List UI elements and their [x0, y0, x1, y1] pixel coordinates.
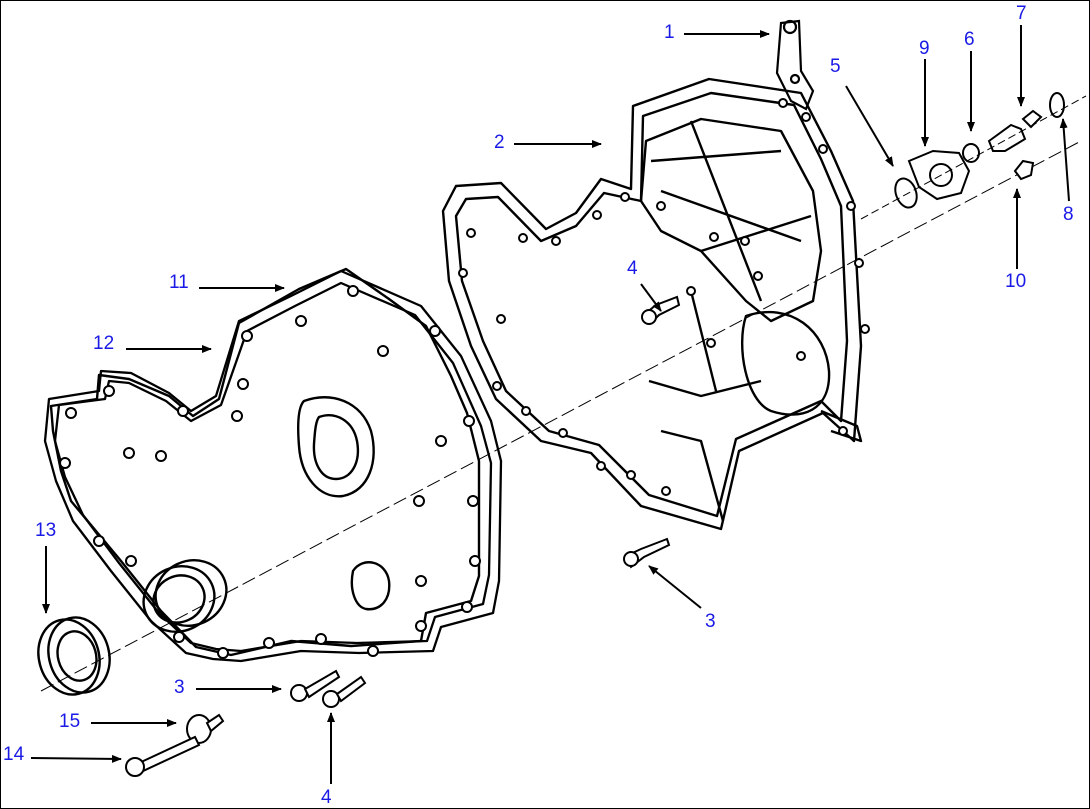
- callout-14: 14: [3, 744, 25, 765]
- crank-seal-bore: [142, 559, 228, 633]
- callout-1: 1: [664, 22, 675, 43]
- callout-4-upper: 4: [627, 258, 638, 279]
- axis-dashes-small-parts: [860, 95, 1087, 220]
- callout-9: 9: [919, 38, 930, 59]
- housing-gasket-bracket: [775, 19, 815, 111]
- callout-4-lower: 4: [321, 787, 332, 808]
- callout-6: 6: [964, 29, 975, 50]
- timing-gear-housing: [441, 77, 863, 531]
- callout-2: 2: [494, 132, 505, 153]
- leader-arrows: [30, 25, 1070, 784]
- sensor-and-sealing-parts: [894, 92, 1065, 209]
- callout-3-lower: 3: [174, 677, 185, 698]
- callout-15: 15: [59, 711, 81, 732]
- callout-5: 5: [830, 56, 841, 77]
- callout-13: 13: [35, 520, 57, 541]
- callout-8: 8: [1063, 204, 1074, 225]
- center-axis-line: [40, 140, 1082, 692]
- callout-7: 7: [1016, 3, 1027, 24]
- callout-10: 10: [1005, 271, 1027, 292]
- callout-11: 11: [169, 272, 189, 293]
- callout-12: 12: [93, 333, 115, 354]
- callout-3-right: 3: [705, 611, 716, 632]
- bolt-parts: [125, 295, 681, 777]
- cover-bolt-holes: [59, 285, 481, 659]
- front-timing-cover: [49, 267, 481, 657]
- crankshaft-oil-seal: [37, 616, 111, 696]
- housing-bolt-holes: [458, 98, 870, 496]
